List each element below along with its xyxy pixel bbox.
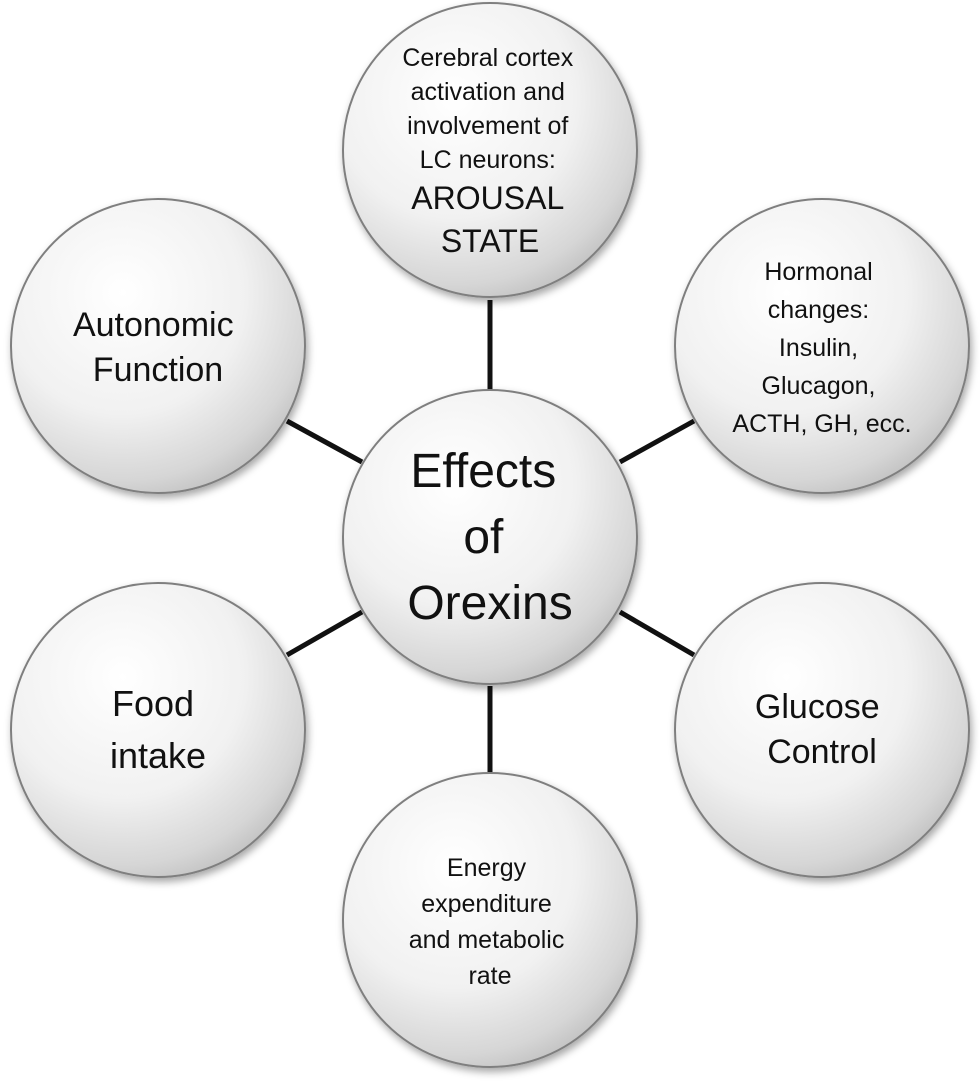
connectors (285, 300, 696, 772)
node-label: Autonomic Function (73, 306, 243, 389)
node-line: STATE (441, 223, 539, 259)
node-line: Cerebral cortex (402, 44, 573, 72)
node-label: Cerebral cortex activation and involveme… (402, 44, 577, 259)
node-circle (342, 2, 638, 298)
center-circle (342, 389, 638, 685)
node-line: Glucagon, (762, 372, 876, 400)
node-line: Insulin, (779, 334, 858, 362)
node-line: Control (767, 733, 877, 771)
center-line: of (463, 511, 504, 564)
node-circle (674, 198, 970, 494)
node-line: Autonomic (73, 306, 234, 344)
node-label: Glucose Control (755, 688, 889, 771)
node-line: LC neurons: (420, 146, 556, 174)
node-line: Function (93, 351, 223, 389)
node-line: expenditure (421, 890, 552, 918)
node-autonomic: Autonomic Function (10, 198, 306, 494)
node-center: Effects of Orexins (342, 389, 638, 685)
connector-glucose (618, 609, 696, 658)
node-line: activation and (411, 78, 565, 106)
node-food: Food intake (10, 582, 306, 878)
node-circle (674, 582, 970, 878)
node-line: Hormonal (764, 258, 872, 286)
node-circle (10, 198, 306, 494)
node-line: intake (110, 735, 206, 776)
node-label: Hormonal changes: Insulin, Glucagon, ACT… (732, 258, 911, 438)
node-line: Glucose (755, 688, 880, 726)
node-energy: Energy expenditure and metabolic rate (342, 772, 638, 1068)
node-circle (342, 772, 638, 1068)
node-line: rate (468, 962, 511, 990)
node-line: Food (112, 683, 194, 724)
node-line: Energy (447, 854, 527, 882)
node-label: Energy expenditure and metabolic rate (409, 854, 572, 990)
connector-autonomic (285, 418, 364, 465)
node-line: involvement of (407, 112, 568, 140)
center-label: Effects of Orexins (407, 445, 572, 630)
node-label: Food intake (110, 683, 206, 776)
node-glucose: Glucose Control (674, 582, 970, 878)
node-hormonal: Hormonal changes: Insulin, Glucagon, ACT… (674, 198, 970, 494)
center-line: Effects (410, 445, 556, 498)
node-circle (10, 582, 306, 878)
node-line: and metabolic (409, 926, 565, 954)
node-line: changes: (768, 296, 869, 324)
center-line: Orexins (407, 577, 572, 630)
node-line: AROUSAL (411, 180, 564, 216)
node-line: ACTH, GH, ecc. (732, 410, 911, 438)
node-arousal: Cerebral cortex activation and involveme… (342, 2, 638, 298)
connector-food (285, 609, 364, 658)
connector-hormonal (618, 418, 696, 465)
